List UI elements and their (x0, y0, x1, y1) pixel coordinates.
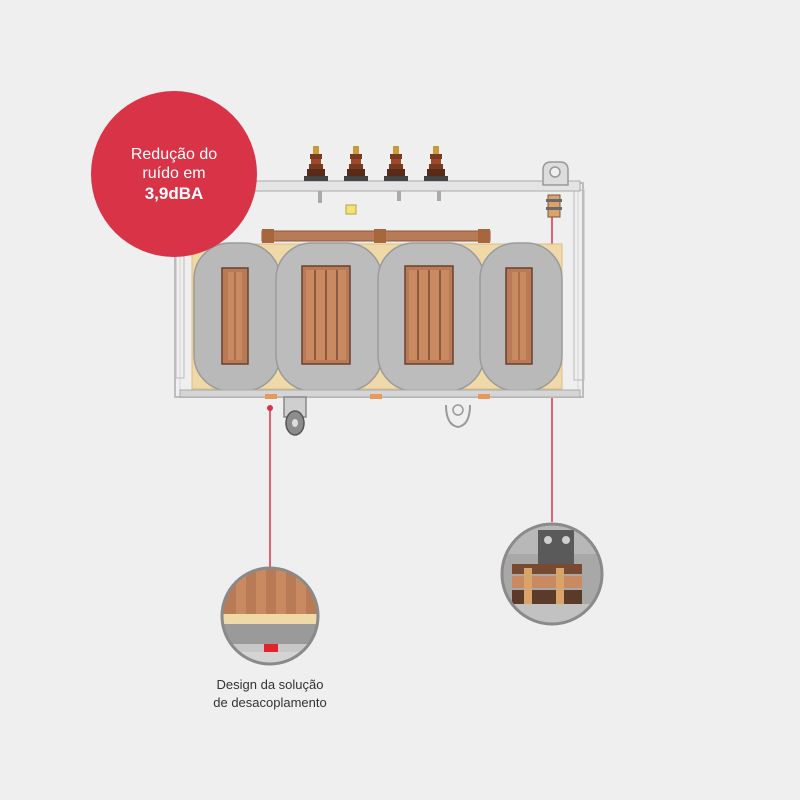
bushing (304, 146, 328, 181)
noise-reduction-badge: Redução do ruído em 3,9dBA (91, 91, 257, 257)
lifting-lug (542, 161, 569, 218)
caption-line-1: Design da solução (216, 677, 324, 692)
caption-line-2: de desacoplamento (213, 695, 327, 710)
bushing (344, 146, 368, 181)
transformer-base (179, 389, 581, 436)
badge-line-2: ruído em (142, 164, 206, 182)
bushings (304, 146, 448, 181)
decoupling-detail-inset (220, 566, 320, 666)
badge-value: 3,9dBA (144, 183, 204, 203)
bushing (424, 146, 448, 181)
badge-line-1: Redução do (130, 145, 218, 163)
bracket-detail-inset (500, 522, 604, 626)
bushing (384, 146, 408, 181)
windings (221, 265, 533, 365)
decoupling-caption: Design da solução de desacoplamento (170, 676, 370, 712)
